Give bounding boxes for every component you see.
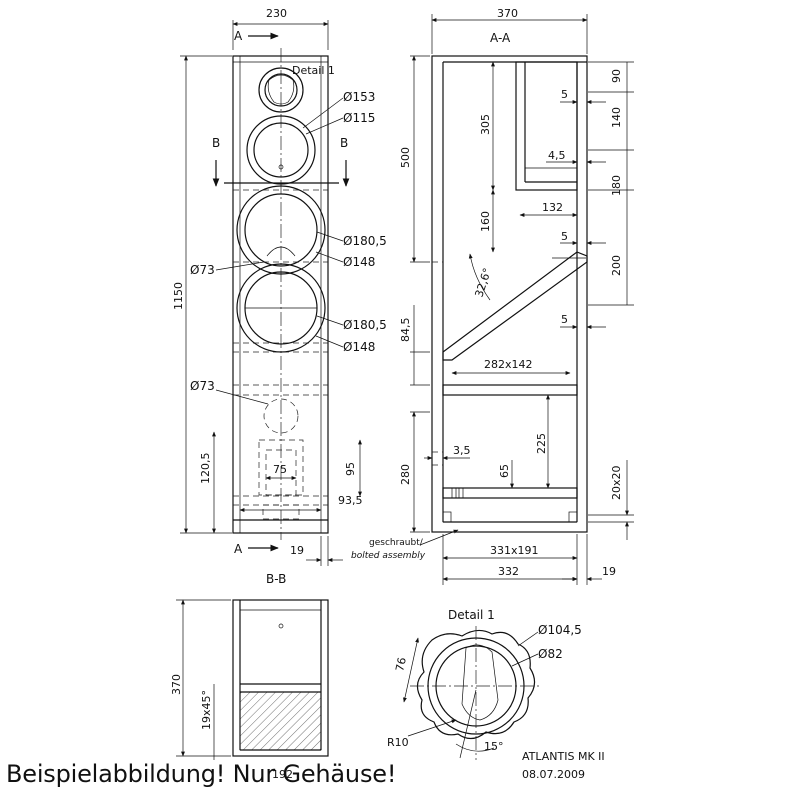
section-a-bottom-label: A xyxy=(234,542,243,556)
tweeter-flange xyxy=(258,67,304,113)
dia-180-5-label-1: Ø180,5 xyxy=(343,234,387,248)
dim-180: 180 xyxy=(610,175,623,196)
dim-332: 332 xyxy=(498,565,519,578)
front-dim-19: 19 xyxy=(290,544,304,557)
caption: Beispielabbildung! Nur Gehäuse! xyxy=(6,760,397,788)
dim-5-a: 5 xyxy=(561,88,568,101)
drawing-date: 08.07.2009 xyxy=(522,768,585,781)
detail-angle-15: 15° xyxy=(484,740,504,753)
dim-132: 132 xyxy=(542,201,563,214)
dim-5-b: 5 xyxy=(561,230,568,243)
dia-148-label-1: Ø148 xyxy=(343,255,375,269)
dia-115-label: Ø115 xyxy=(343,111,375,125)
dia-73-label-1: Ø73 xyxy=(190,263,215,277)
dia-153-label: Ø153 xyxy=(343,90,375,104)
dim-331x191: 331x191 xyxy=(490,544,539,557)
bass-port xyxy=(263,398,299,434)
dim-90: 90 xyxy=(610,69,623,83)
front-view: 230 A A B B Detail 1 1150 Ø153 Ø115 Ø180… xyxy=(172,7,387,566)
section-bb: B-B 370 19x45° 192 xyxy=(170,572,329,781)
assembly-note-de: geschraubt/ xyxy=(369,538,424,548)
dim-20x20: 20x20 xyxy=(610,465,623,500)
dim-5-c: 5 xyxy=(561,313,568,326)
detail-dia-82: Ø82 xyxy=(538,647,563,661)
dim-200: 200 xyxy=(610,255,623,276)
front-cabinet-outline xyxy=(232,55,329,534)
dim-120-5: 120,5 xyxy=(199,453,212,485)
dim-3-5: 3,5 xyxy=(453,444,471,457)
dim-280: 280 xyxy=(399,464,412,485)
midrange-flange xyxy=(246,115,316,185)
dim-282x142: 282x142 xyxy=(484,358,533,371)
dim-84-5: 84,5 xyxy=(399,318,412,343)
dim-160: 160 xyxy=(479,211,492,232)
section-bb-dim-370: 370 xyxy=(170,674,183,695)
front-height-dim: 1150 xyxy=(172,282,185,310)
woofer-2-flange xyxy=(236,263,326,353)
dim-75: 75 xyxy=(273,463,287,476)
dim-225: 225 xyxy=(535,433,548,454)
section-a-top-label: A xyxy=(234,29,243,43)
dim-192: 192 xyxy=(272,768,293,781)
section-aa-dim-19: 19 xyxy=(602,565,616,578)
dia-73-label-2: Ø73 xyxy=(190,379,215,393)
section-aa-width-dim: 370 xyxy=(497,7,518,20)
woofer-1-flange xyxy=(236,185,326,275)
detail-1: Detail 1 Ø104,5 Ø82 76 R10 15° xyxy=(387,608,582,760)
assembly-note-en: bolted assembly xyxy=(351,551,426,561)
detail-1-rough-outline xyxy=(416,629,536,740)
dim-19x45: 19x45° xyxy=(200,690,213,730)
drawing-name: ATLANTIS MK II xyxy=(522,750,605,763)
detail-r10: R10 xyxy=(387,736,409,749)
dia-148-label-2: Ø148 xyxy=(343,340,375,354)
angle-32-6: 32,6° xyxy=(472,266,494,299)
detail-dia-104-5: Ø104,5 xyxy=(538,623,582,637)
section-aa: A-A 370 500 xyxy=(351,7,634,585)
dim-65: 65 xyxy=(498,464,511,478)
dim-305: 305 xyxy=(479,114,492,135)
detail-1-reference: Detail 1 xyxy=(292,64,335,77)
dim-4-5: 4,5 xyxy=(548,149,566,162)
section-b-left-label: B xyxy=(212,136,220,150)
hatched-cut-area xyxy=(240,692,321,750)
detail-dim-76: 76 xyxy=(393,656,409,672)
dim-95: 95 xyxy=(344,462,357,476)
dim-93-5: 93,5 xyxy=(338,494,363,507)
section-b-right-label: B xyxy=(340,136,348,150)
section-aa-title: A-A xyxy=(490,31,511,45)
front-width-dim: 230 xyxy=(266,7,287,20)
section-bb-title: B-B xyxy=(266,572,286,586)
dia-180-5-label-2: Ø180,5 xyxy=(343,318,387,332)
dim-140: 140 xyxy=(610,107,623,128)
detail-1-title: Detail 1 xyxy=(448,608,495,622)
dim-500: 500 xyxy=(399,147,412,168)
